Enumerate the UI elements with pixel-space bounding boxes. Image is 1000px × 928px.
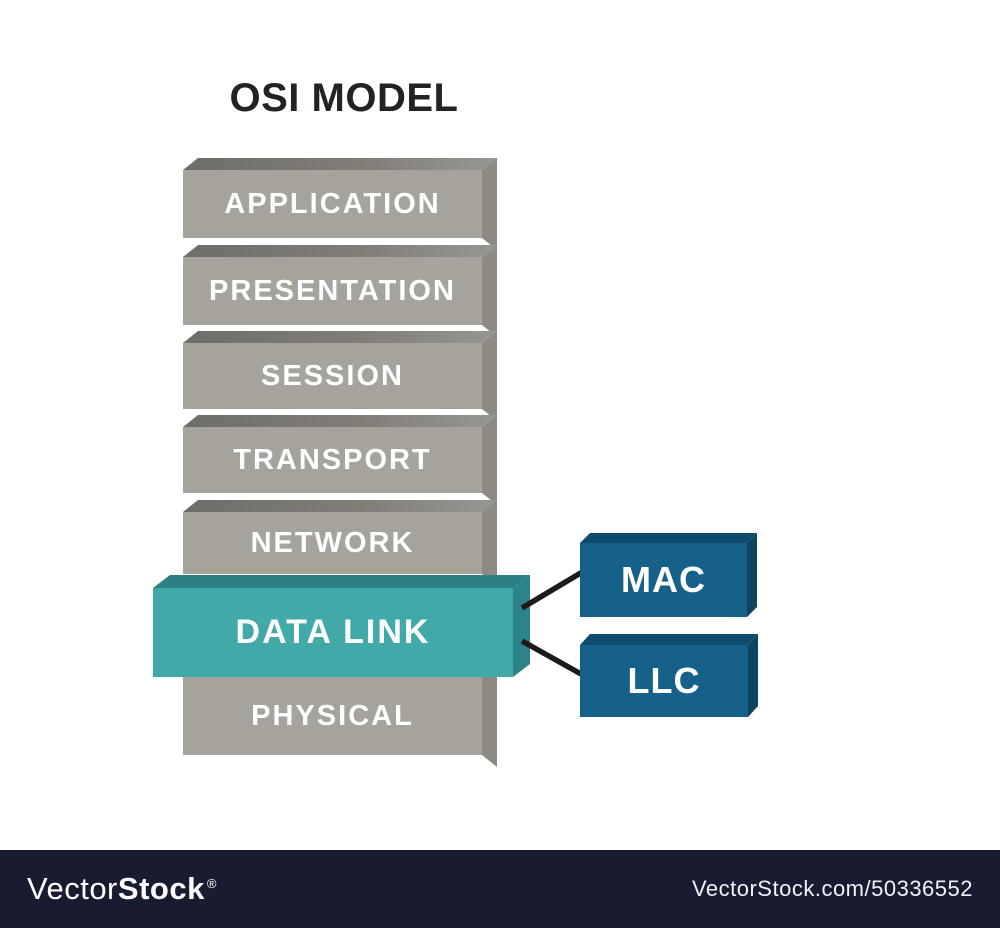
- presentation-front-face: [183, 257, 482, 325]
- layer-box-network: [183, 500, 497, 586]
- presentation-side-face: [482, 245, 497, 337]
- connector-data-link-to-llc: [520, 638, 583, 677]
- logo-text-regular: Vector: [27, 871, 118, 906]
- network-front-face: [183, 512, 482, 574]
- session-front-face: [183, 343, 482, 409]
- physical-front-face: [183, 677, 482, 755]
- layer-box-data-link: [153, 575, 530, 677]
- mac-front-face: [580, 543, 747, 617]
- data-link-side-face: [513, 575, 530, 677]
- connector-data-link-to-mac: [520, 568, 586, 611]
- session-top-face: [183, 331, 497, 343]
- session-side-face: [482, 331, 497, 421]
- mac-side-face: [747, 533, 757, 617]
- transport-top-face: [183, 415, 497, 427]
- transport-side-face: [482, 415, 497, 505]
- application-front-face: [183, 170, 482, 238]
- vectorstock-logo: VectorStock®: [27, 871, 217, 907]
- watermark-bar: VectorStock® VectorStock.com/50336552: [0, 850, 1000, 928]
- transport-front-face: [183, 427, 482, 493]
- llc-top-face: [580, 634, 758, 645]
- presentation-top-face: [183, 245, 497, 257]
- layer-box-application: [183, 158, 497, 250]
- logo-text-bold: Stock: [117, 871, 205, 906]
- layer-box-presentation: [183, 245, 497, 337]
- network-top-face: [183, 500, 497, 512]
- layer-box-session: [183, 331, 497, 421]
- mac-top-face: [580, 533, 757, 543]
- sublayer-box-llc: [580, 634, 758, 717]
- registered-trademark-symbol: ®: [206, 876, 217, 891]
- diagram-title: OSI MODEL: [229, 76, 459, 120]
- application-top-face: [183, 158, 497, 170]
- layer-box-transport: [183, 415, 497, 505]
- network-side-face: [482, 500, 497, 586]
- watermark-url: VectorStock.com/50336552: [691, 876, 973, 901]
- data-link-top-face: [153, 575, 530, 588]
- application-side-face: [482, 158, 497, 250]
- sublayer-box-mac: [580, 533, 757, 617]
- data-link-front-face: [153, 588, 513, 677]
- layer-box-physical: [183, 665, 497, 767]
- llc-side-face: [748, 634, 758, 717]
- llc-front-face: [580, 645, 748, 717]
- physical-side-face: [482, 665, 497, 767]
